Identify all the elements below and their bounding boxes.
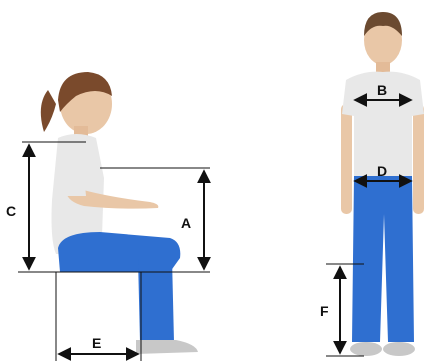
label-e: E [92,335,101,351]
label-a: A [181,215,191,231]
standing-arm-right [413,104,424,214]
seated-jeans-shin [138,258,174,342]
standing-shoe-left [350,342,382,356]
standing-jeans [352,176,414,342]
ponytail [41,90,56,132]
standing-arm-left [341,104,352,214]
label-d: D [377,163,387,179]
seated-shoe [136,340,198,354]
standing-shoe-right [383,342,415,356]
seated-child-figure [41,72,198,354]
standing-child-figure [341,12,424,356]
label-f: F [320,303,329,319]
label-c: C [6,203,16,219]
label-b: B [377,82,387,98]
seated-sleeve [64,172,86,196]
